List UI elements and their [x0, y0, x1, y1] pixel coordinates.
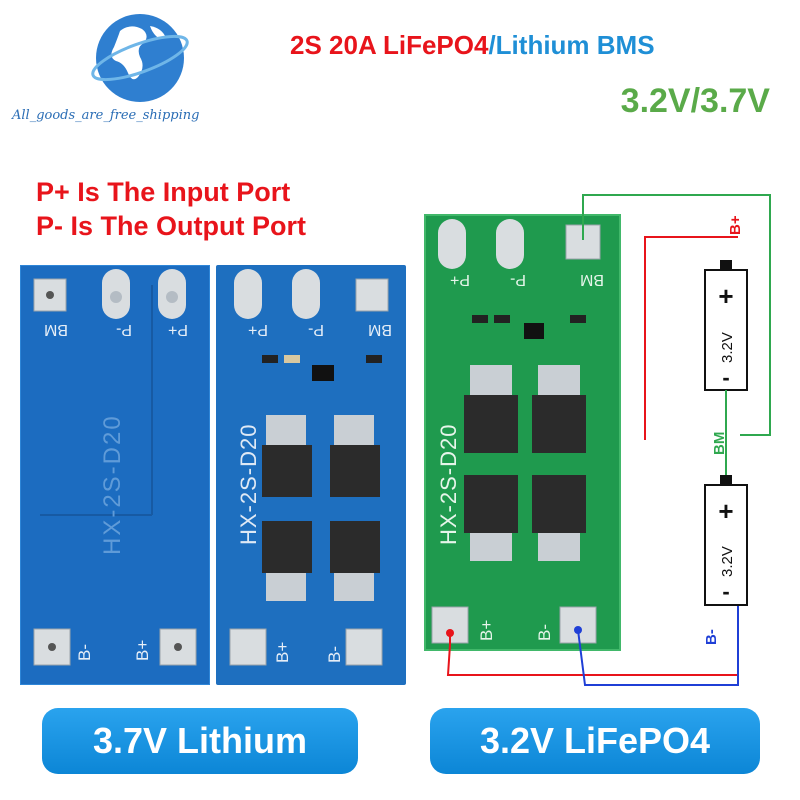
bms-board-back: BM P- P+ HX-2S-D20 B- B+ — [20, 265, 210, 685]
cell-bottom-minus: - — [722, 579, 729, 604]
silk-b-minus-3: B- — [535, 624, 554, 641]
silk-p-plus-3: P+ — [450, 271, 470, 288]
cell-bottom-voltage: 3.2V — [719, 546, 736, 577]
silk-bm-2: BM — [368, 321, 392, 338]
silk-b-minus: B- — [75, 644, 94, 661]
output-port-note: P- Is The Output Port — [36, 211, 306, 241]
mosfet-group — [262, 445, 380, 573]
pad-bm-2 — [355, 278, 389, 312]
label-bplus: B+ — [727, 215, 744, 235]
silk-p-plus: P+ — [168, 321, 188, 338]
label-bm: BM — [711, 432, 728, 455]
wire-bm — [582, 194, 771, 436]
port-notes: P+ Is The Input Port P- Is The Output Po… — [36, 175, 306, 243]
wire-bplus — [644, 236, 738, 440]
voltage-title: 3.2V/3.7V — [620, 82, 770, 120]
bms-board-green-wiring: P+ P- BM HX-2S-D20 B+ B- + 3.2V - + 3.2V… — [424, 194, 771, 686]
silk-p-minus-2: P- — [308, 321, 324, 338]
silk-bm: BM — [44, 321, 68, 338]
pad-p-plus-2 — [234, 269, 262, 319]
label-bminus: B- — [703, 629, 720, 645]
silk-b-plus: B+ — [133, 640, 152, 661]
pad-p-minus-3 — [496, 219, 524, 269]
pad-p-plus-3 — [438, 219, 466, 269]
pad-p-minus-2 — [292, 269, 320, 319]
silk-p-minus-3: P- — [510, 271, 526, 288]
product-title: 2S 20A LiFePO4/Lithium BMS — [290, 30, 655, 61]
silk-p-minus: P- — [116, 321, 132, 338]
battery-cell-bottom: + 3.2V - — [704, 475, 748, 606]
wire-bminus-board — [577, 605, 739, 686]
silk-model-3: HX-2S-D20 — [436, 424, 461, 545]
ic-chip — [312, 365, 334, 381]
globe-logo — [80, 6, 200, 106]
title-part-2: /Lithium BMS — [488, 30, 655, 60]
logo-text: All_goods_are_free_shipping — [12, 108, 200, 123]
cell-top-minus: - — [722, 365, 729, 390]
title-part-1: 2S 20A LiFePO4 — [290, 30, 489, 60]
lifepo4-label: 3.2V LiFePO4 — [430, 708, 760, 774]
globe-icon — [91, 14, 189, 102]
cell-top-voltage: 3.2V — [719, 332, 736, 363]
input-port-note: P+ Is The Input Port — [36, 177, 291, 207]
pad-b-minus-2 — [345, 628, 383, 666]
battery-cell-top: + 3.2V - — [704, 260, 748, 391]
silk-bm-3: BM — [580, 271, 604, 288]
cell-bottom-plus: + — [718, 496, 733, 526]
silk-model-2: HX-2S-D20 — [236, 424, 261, 545]
pad-b-plus-2 — [229, 628, 267, 666]
lithium-label: 3.7V Lithium — [42, 708, 358, 774]
silk-b-plus-3: B+ — [477, 620, 496, 641]
silk-b-minus-2: B- — [325, 646, 344, 663]
cell-top-plus: + — [718, 281, 733, 311]
silk-b-plus-2: B+ — [273, 642, 292, 663]
silk-model: HX-2S-D20 — [99, 414, 126, 555]
silk-p-plus-2: P+ — [248, 321, 268, 338]
bms-board-front-blue: P+ P- BM HX-2S-D20 B+ B- — [216, 265, 406, 685]
